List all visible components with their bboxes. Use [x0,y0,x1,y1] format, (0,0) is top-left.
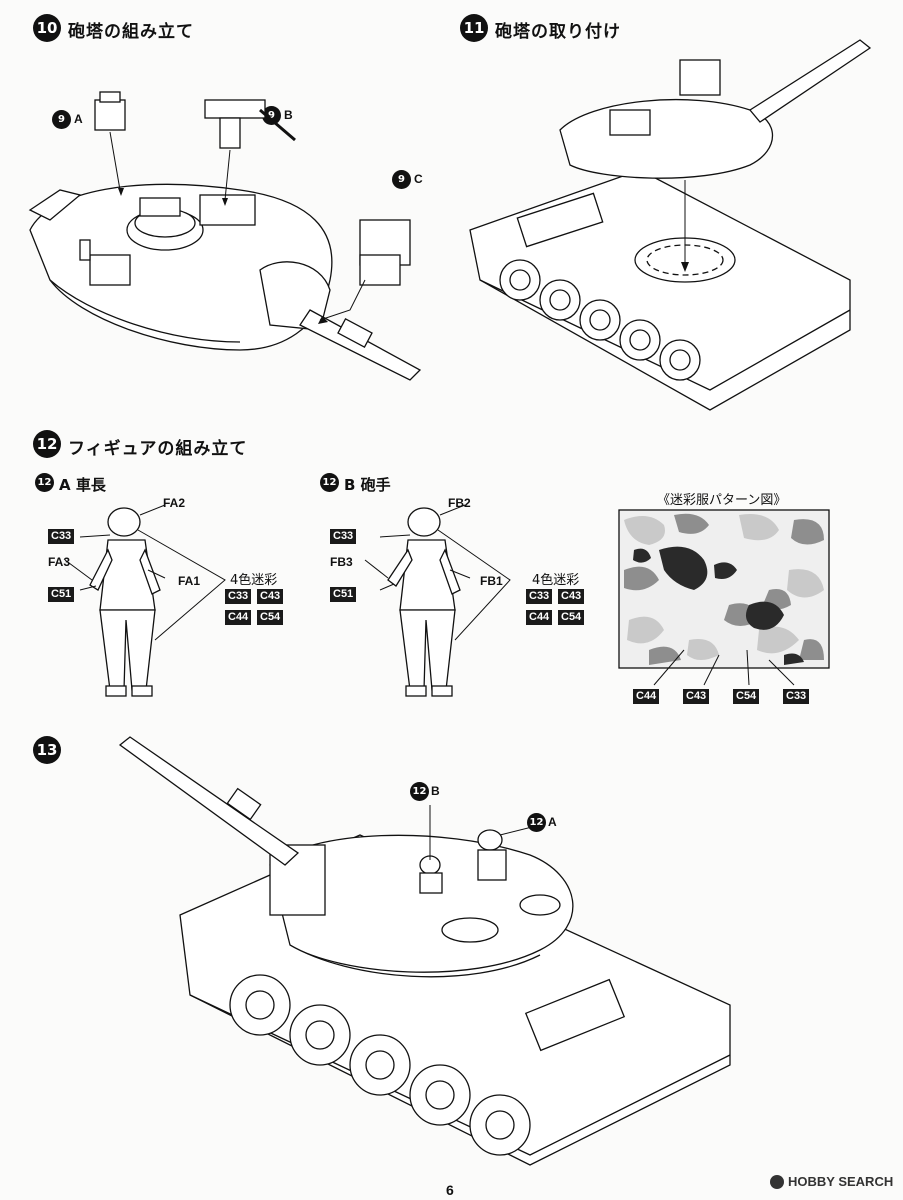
ref-9c-letter: C [414,172,423,186]
label-fb2: FB2 [448,496,471,510]
turret-mount-drawing [469,39,872,411]
figure-a-number: 12 [35,473,54,492]
label-fb3: FB3 [330,555,353,569]
ref-9c-number: 9 [392,170,411,189]
step-10-number: 10 [33,14,61,42]
camo-pattern-swatch [618,509,830,686]
pattern-code-2: C43 [683,689,710,704]
camo-code-b-3: C44 [526,610,553,625]
hobby-search-logo: HOBBY SEARCH [770,1174,893,1189]
completed-tank-drawing [118,736,731,1166]
label-fa1: FA1 [178,574,201,588]
camo-label-b: 4色迷彩 [532,573,580,588]
color-code-b-helmet: C33 [330,529,357,544]
ref-12b-number: 12 [410,782,429,801]
page-number: 6 [446,1182,454,1198]
step-12-number: 12 [33,430,61,458]
ref-9b-number: 9 [262,106,281,125]
camo-code-a-3: C44 [225,610,252,625]
camo-code-a-2: C43 [257,589,284,604]
figure-a-drawing [64,504,226,697]
camo-code-b-1: C33 [526,589,553,604]
camo-code-a-4: C54 [257,610,284,625]
ref-9b-letter: B [284,108,293,122]
pattern-code-1: C44 [633,689,660,704]
camo-pattern-title: 《迷彩服パターン図》 [657,493,787,508]
pattern-code-3: C54 [733,689,760,704]
color-code-a-hand: C51 [48,587,75,602]
ref-9a-letter: A [74,112,83,126]
label-fb1: FB1 [480,574,503,588]
ref-12b-letter: B [431,784,440,798]
logo-mark-icon [770,1174,784,1189]
step-10-title: 砲塔の組み立て [68,22,194,42]
ref-12a-letter: A [548,815,557,829]
step-11-number: 11 [460,14,488,42]
camo-code-b-2: C43 [558,589,585,604]
turret-assembly-drawing [28,91,422,381]
step-11-title: 砲塔の取り付け [495,22,621,42]
camo-code-b-4: C54 [558,610,585,625]
label-fa2: FA2 [163,496,186,510]
camo-label-a: 4色迷彩 [230,573,278,588]
ref-9a-number: 9 [52,110,71,129]
step-13-number: 13 [33,736,61,764]
color-code-a-helmet: C33 [48,529,75,544]
camo-code-a-1: C33 [225,589,252,604]
figure-b-title: B 砲手 [344,476,391,494]
label-fa3: FA3 [48,555,71,569]
pattern-code-4: C33 [783,689,810,704]
figure-a-title: A 車長 [59,476,106,494]
color-code-b-hand: C51 [330,587,357,602]
figure-b-number: 12 [320,473,339,492]
logo-text: HOBBY SEARCH [788,1174,894,1189]
figure-b-drawing [364,504,511,697]
step-12-title: フィギュアの組み立て [68,439,248,459]
